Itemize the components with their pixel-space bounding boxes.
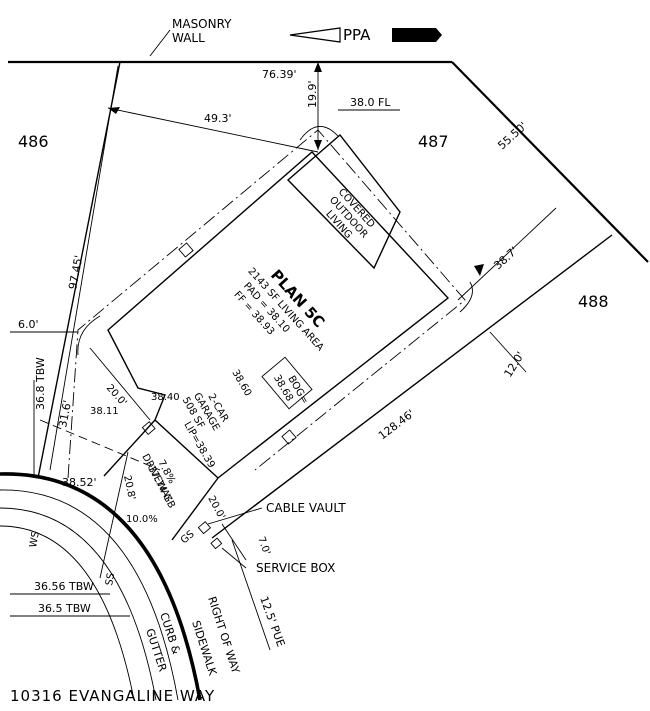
tbw-36-56: 36.56 TBW bbox=[34, 580, 94, 593]
dim-128: 128.46' bbox=[376, 407, 417, 442]
elev-38-11: 38.11 bbox=[90, 406, 119, 417]
lot-line-486-487 bbox=[37, 61, 121, 479]
elev-38-60: 38.60 bbox=[229, 368, 253, 398]
dim-38-52: 38.52' bbox=[62, 476, 97, 489]
row-arc bbox=[0, 525, 135, 701]
arrowhead bbox=[314, 140, 322, 150]
dim-7: 7.0' bbox=[255, 535, 272, 556]
driveway-edge-right bbox=[171, 477, 219, 541]
dim-line-12-5 bbox=[231, 539, 271, 651]
elev-38-40: 38.40 bbox=[151, 392, 180, 403]
service-box-label: SERVICE BOX bbox=[256, 561, 335, 575]
east-property-line bbox=[451, 61, 649, 263]
dim-line-20 bbox=[89, 347, 151, 421]
dim-20-8: 20.8' bbox=[121, 474, 137, 501]
arrowhead bbox=[474, 264, 484, 276]
curb-arc-outer bbox=[0, 472, 202, 701]
gutter-arc bbox=[0, 507, 157, 701]
dim-12: 12.0' bbox=[502, 349, 528, 379]
slope-10: 10.0% bbox=[126, 514, 158, 525]
lot-486: 486 bbox=[18, 132, 49, 151]
lot-line-487-488 bbox=[211, 234, 613, 539]
gs-label: GS bbox=[179, 529, 197, 546]
dim-20-0: 20.0' bbox=[205, 494, 226, 521]
dim-line-12 bbox=[489, 331, 527, 373]
north-arrow-head bbox=[289, 27, 341, 43]
address: 10316 EVANGALINE WAY bbox=[10, 687, 215, 705]
masonry-label-2: WALL bbox=[172, 31, 205, 45]
arrowhead bbox=[314, 62, 322, 72]
dim-97: 97.45' bbox=[66, 254, 85, 290]
dim-6: 6.0' bbox=[18, 318, 39, 331]
dim-line-55 bbox=[457, 207, 557, 301]
fl-label: 38.0 FL bbox=[350, 96, 391, 109]
lot-488: 488 bbox=[578, 292, 609, 311]
dim-19: 19.9' bbox=[306, 80, 319, 108]
dim-31: 31.6' bbox=[56, 399, 74, 429]
tbw-36-5: 36.5 TBW bbox=[38, 602, 91, 615]
cable-vault-box bbox=[197, 521, 212, 535]
pue-label: 12.5' PUE bbox=[257, 595, 287, 649]
dash-line-left bbox=[39, 419, 161, 471]
arrowhead bbox=[108, 107, 120, 114]
setback-rounded-corners bbox=[77, 126, 473, 356]
service-box-leader bbox=[221, 547, 247, 569]
covered-outdoor-living bbox=[286, 133, 401, 270]
driveway-edge-left bbox=[103, 419, 156, 477]
ss-label: SS bbox=[104, 572, 117, 586]
ws-label: WS bbox=[28, 531, 42, 549]
dim-line-7 bbox=[221, 523, 247, 561]
dim-line-97 bbox=[49, 65, 119, 471]
masonry-label-1: MASONRY bbox=[172, 17, 232, 31]
masonry-leader bbox=[149, 29, 171, 57]
dim-38-7: 38.7' bbox=[491, 244, 520, 272]
building-footprint bbox=[107, 151, 450, 479]
north-arrow-tail bbox=[392, 28, 442, 42]
dim-line-49 bbox=[107, 107, 319, 153]
sidewalk-arc bbox=[0, 489, 179, 701]
lot-487: 487 bbox=[418, 132, 449, 151]
dim-20-setback: 20.0' bbox=[104, 383, 129, 409]
garage-elevation-box bbox=[261, 356, 313, 410]
ss-line bbox=[99, 451, 129, 579]
dim-76: 76.39' bbox=[262, 68, 297, 81]
small-square-north bbox=[178, 242, 194, 258]
service-box bbox=[210, 537, 223, 550]
dim-49: 49.3' bbox=[204, 112, 232, 125]
cable-vault-label: CABLE VAULT bbox=[266, 501, 346, 515]
tbw-36-8: 36.8 TBW bbox=[34, 357, 47, 410]
cable-vault-leader bbox=[207, 507, 263, 525]
small-square-south bbox=[281, 429, 297, 445]
north-arrow-label: PPA bbox=[343, 26, 371, 44]
